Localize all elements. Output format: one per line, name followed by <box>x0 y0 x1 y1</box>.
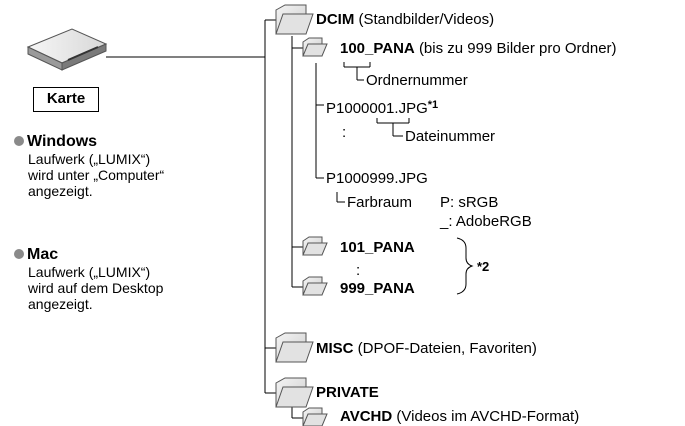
folder-icon <box>302 37 328 57</box>
dcim-node: DCIM (Standbilder/Videos) <box>316 11 494 28</box>
misc-desc: (DPOF-Dateien, Favoriten) <box>357 340 537 357</box>
windows-title-text: Windows <box>27 133 98 150</box>
ordnernummer-label: Ordnernummer <box>366 72 468 89</box>
mac-line-3: angezeigt. <box>28 296 93 312</box>
colon-2: : <box>356 262 361 279</box>
file1-name: P1000001.JPG <box>326 100 428 117</box>
file2-node: P1000999.JPG <box>326 170 428 187</box>
mac-title-text: Mac <box>27 246 59 263</box>
misc-name: MISC <box>316 340 354 357</box>
folder-icon <box>275 377 314 408</box>
windows-line-1: Laufwerk („LUMIX“) <box>28 151 151 167</box>
windows-title: Windows <box>14 133 97 150</box>
misc-node: MISC (DPOF-Dateien, Favoriten) <box>316 340 537 357</box>
avchd-name: AVCHD <box>340 408 393 425</box>
pana101-name: 101_PANA <box>340 239 415 256</box>
avchd-desc: (Videos im AVCHD-Format) <box>396 408 580 425</box>
p-srgb-label: P: sRGB <box>440 194 499 211</box>
mac-title: Mac <box>14 246 58 263</box>
note2-label: *2 <box>477 259 490 274</box>
mac-line-1: Laufwerk („LUMIX“) <box>28 264 151 280</box>
folder-icon <box>302 236 328 256</box>
pana100-name: 100_PANA <box>340 40 415 57</box>
pana100-desc: (bis zu 999 Bilder pro Ordner) <box>418 40 617 57</box>
farbraum-label: Farbraum <box>347 194 413 211</box>
private-name: PRIVATE <box>316 384 379 401</box>
folder-icon <box>302 407 328 426</box>
bullet-icon <box>14 136 24 146</box>
dcim-desc: (Standbilder/Videos) <box>358 11 495 28</box>
file1-node: P1000001.JPG*1 <box>326 97 438 117</box>
card-drive-icon <box>26 28 108 71</box>
adobergb-label: _: AdobeRGB <box>440 213 532 230</box>
colon-1: : <box>342 124 347 141</box>
pana100-node: 100_PANA (bis zu 999 Bilder pro Ordner) <box>340 40 617 57</box>
windows-line-2: wird unter „Computer“ <box>28 167 165 183</box>
folder-icon <box>275 332 314 363</box>
file1-note: *1 <box>427 99 439 111</box>
folder-icon <box>302 276 328 296</box>
dcim-name: DCIM <box>316 11 355 28</box>
pana999-name: 999_PANA <box>340 280 415 297</box>
folder-icon <box>275 4 314 35</box>
card-label: Karte <box>33 87 99 112</box>
avchd-node: AVCHD (Videos im AVCHD-Format) <box>340 408 579 425</box>
bullet-icon <box>14 249 24 259</box>
windows-line-3: angezeigt. <box>28 183 93 199</box>
dateinummer-label: Dateinummer <box>405 128 496 145</box>
mac-line-2: wird auf dem Desktop <box>28 280 164 296</box>
